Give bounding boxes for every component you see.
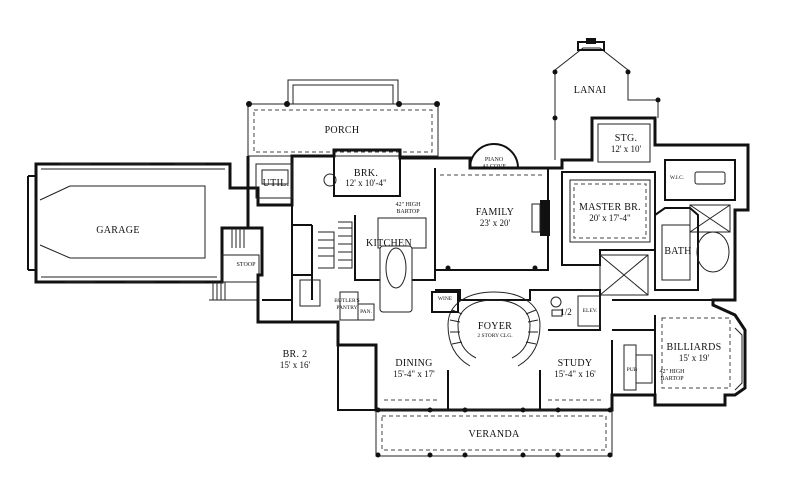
billiards-label: BILLIARDS bbox=[667, 342, 722, 353]
foyer-note: 2 STORY CLG. bbox=[477, 333, 513, 339]
wic-label: W.I.C. bbox=[670, 175, 685, 181]
bath-label: BATH bbox=[664, 246, 691, 257]
bartop1-line2: BARTOP bbox=[396, 209, 420, 215]
stg-label: STG. bbox=[615, 133, 638, 144]
half-bath-label: 1/2 bbox=[560, 307, 572, 317]
stoop-label: STOOP bbox=[237, 262, 257, 268]
billiards-walls bbox=[612, 299, 743, 395]
master-size: 20' x 17'-4" bbox=[589, 213, 631, 223]
dining-label: DINING bbox=[395, 358, 432, 369]
stg-size: 12' x 10' bbox=[611, 144, 642, 154]
study-size: 15'-4" x 16' bbox=[554, 369, 596, 379]
billiards-size: 15' x 19' bbox=[679, 353, 710, 363]
lanai-label: LANAI bbox=[574, 85, 607, 96]
study-label: STUDY bbox=[558, 358, 593, 369]
master-label: MASTER BR. bbox=[579, 202, 641, 213]
bartop1-line1: 42" HIGH bbox=[396, 202, 422, 208]
storage-room bbox=[597, 123, 651, 163]
garage-label: GARAGE bbox=[96, 225, 139, 236]
bartop2-line1: 42" HIGH bbox=[660, 369, 686, 375]
porch-label: PORCH bbox=[325, 125, 360, 136]
butlers-line2: PANTRY bbox=[336, 305, 357, 311]
elev-label: ELEV. bbox=[583, 308, 598, 314]
pub-label: PUB bbox=[627, 367, 638, 373]
foyer-label: FOYER bbox=[478, 321, 512, 332]
kitchen-walls bbox=[255, 156, 436, 321]
veranda-label: VERANDA bbox=[469, 429, 520, 440]
foyer-walls bbox=[431, 289, 550, 367]
bath-walls bbox=[599, 207, 730, 296]
brk-size: 12' x 10'-4" bbox=[345, 178, 387, 188]
pan-label: PAN. bbox=[360, 309, 372, 315]
butlers-line1: BUTLER'S bbox=[334, 298, 359, 304]
family-walls bbox=[434, 143, 550, 271]
bartop2-line2: BARTOP bbox=[660, 376, 684, 382]
kitchen-label: KITCHEN bbox=[366, 238, 412, 249]
br2-walls bbox=[262, 299, 376, 411]
family-label: FAMILY bbox=[476, 207, 514, 218]
master-walls bbox=[561, 159, 736, 266]
brk-label: BRK. bbox=[354, 168, 378, 179]
piano-line1: PIANO bbox=[485, 157, 504, 163]
veranda-area bbox=[375, 407, 613, 458]
garage-walls bbox=[27, 162, 250, 284]
br2-label: BR. 2 bbox=[283, 349, 308, 360]
half-bath-walls bbox=[548, 289, 601, 331]
dining-study-walls bbox=[375, 340, 613, 410]
stoop-area bbox=[209, 228, 260, 301]
dining-size: 15'-4" x 17' bbox=[393, 369, 435, 379]
wine-label: WINE bbox=[438, 296, 453, 302]
family-size: 23' x 20' bbox=[480, 218, 511, 228]
br2-size: 15' x 16' bbox=[280, 360, 311, 370]
util-label: UTIL. bbox=[263, 178, 290, 189]
lanai-area bbox=[552, 38, 661, 160]
porch-area bbox=[246, 79, 440, 157]
piano-line2: ALCOVE bbox=[482, 164, 507, 170]
